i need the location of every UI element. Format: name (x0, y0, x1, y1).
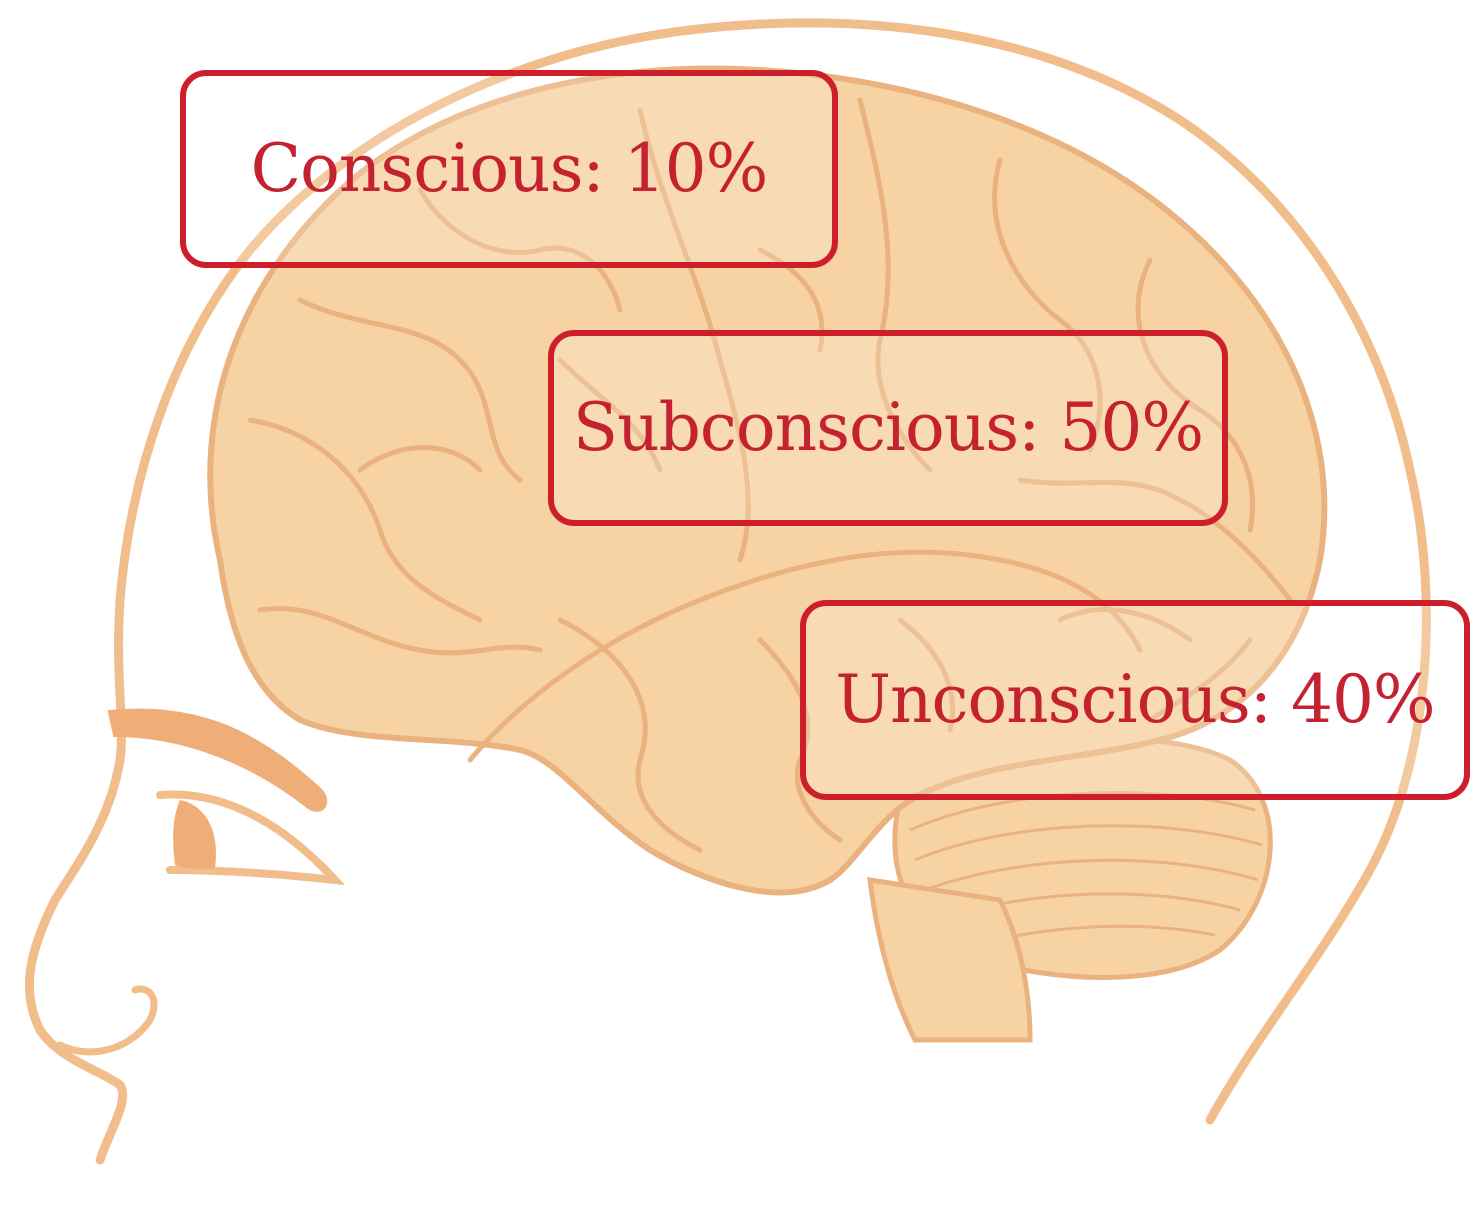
conscious-label-box: Conscious: 10% (180, 70, 838, 268)
nostril (60, 989, 154, 1052)
subconscious-label: Subconscious: 50% (573, 395, 1203, 461)
subconscious-label-box: Subconscious: 50% (548, 330, 1228, 526)
unconscious-label: Unconscious: 40% (835, 667, 1434, 733)
eye-iris (173, 800, 216, 869)
eyebrow (110, 711, 325, 810)
unconscious-label-box: Unconscious: 40% (800, 600, 1470, 800)
conscious-label: Conscious: 10% (251, 136, 768, 202)
